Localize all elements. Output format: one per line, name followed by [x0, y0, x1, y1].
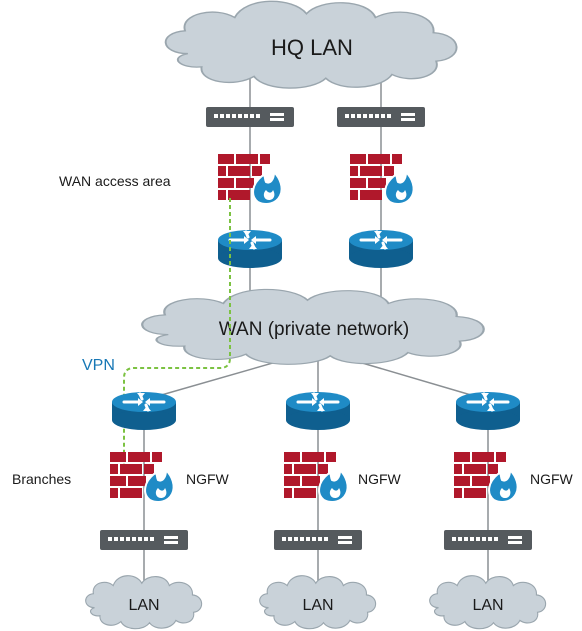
firewall-icon	[109, 451, 175, 503]
hq-lan-label: HQ LAN	[271, 35, 353, 60]
router-icon	[284, 390, 352, 432]
firewall-icon	[217, 153, 283, 205]
router-icon	[347, 228, 415, 270]
router-icon	[216, 228, 284, 270]
switch-icon	[444, 530, 532, 550]
wan-label: WAN (private network)	[219, 319, 409, 340]
switch-icon	[206, 107, 294, 127]
switch-icon	[337, 107, 425, 127]
ngfw-label: NGFW	[186, 471, 230, 487]
firewall-icon	[453, 451, 519, 503]
ngfw-label: NGFW	[358, 471, 402, 487]
branches-label: Branches	[12, 471, 71, 487]
firewall-icon	[349, 153, 415, 205]
router-icon	[110, 390, 178, 432]
switch-icon	[100, 530, 188, 550]
vpn-tunnel-line	[123, 198, 231, 465]
firewall-icon	[283, 451, 349, 503]
switch-icon	[274, 530, 362, 550]
wan-access-area-label: WAN access area	[59, 173, 171, 189]
lan-label: LAN	[302, 597, 333, 614]
router-icon	[454, 390, 522, 432]
ngfw-label: NGFW	[530, 471, 574, 487]
lan-label: LAN	[128, 597, 159, 614]
vpn-label: VPN	[82, 357, 115, 374]
lan-label: LAN	[472, 597, 503, 614]
